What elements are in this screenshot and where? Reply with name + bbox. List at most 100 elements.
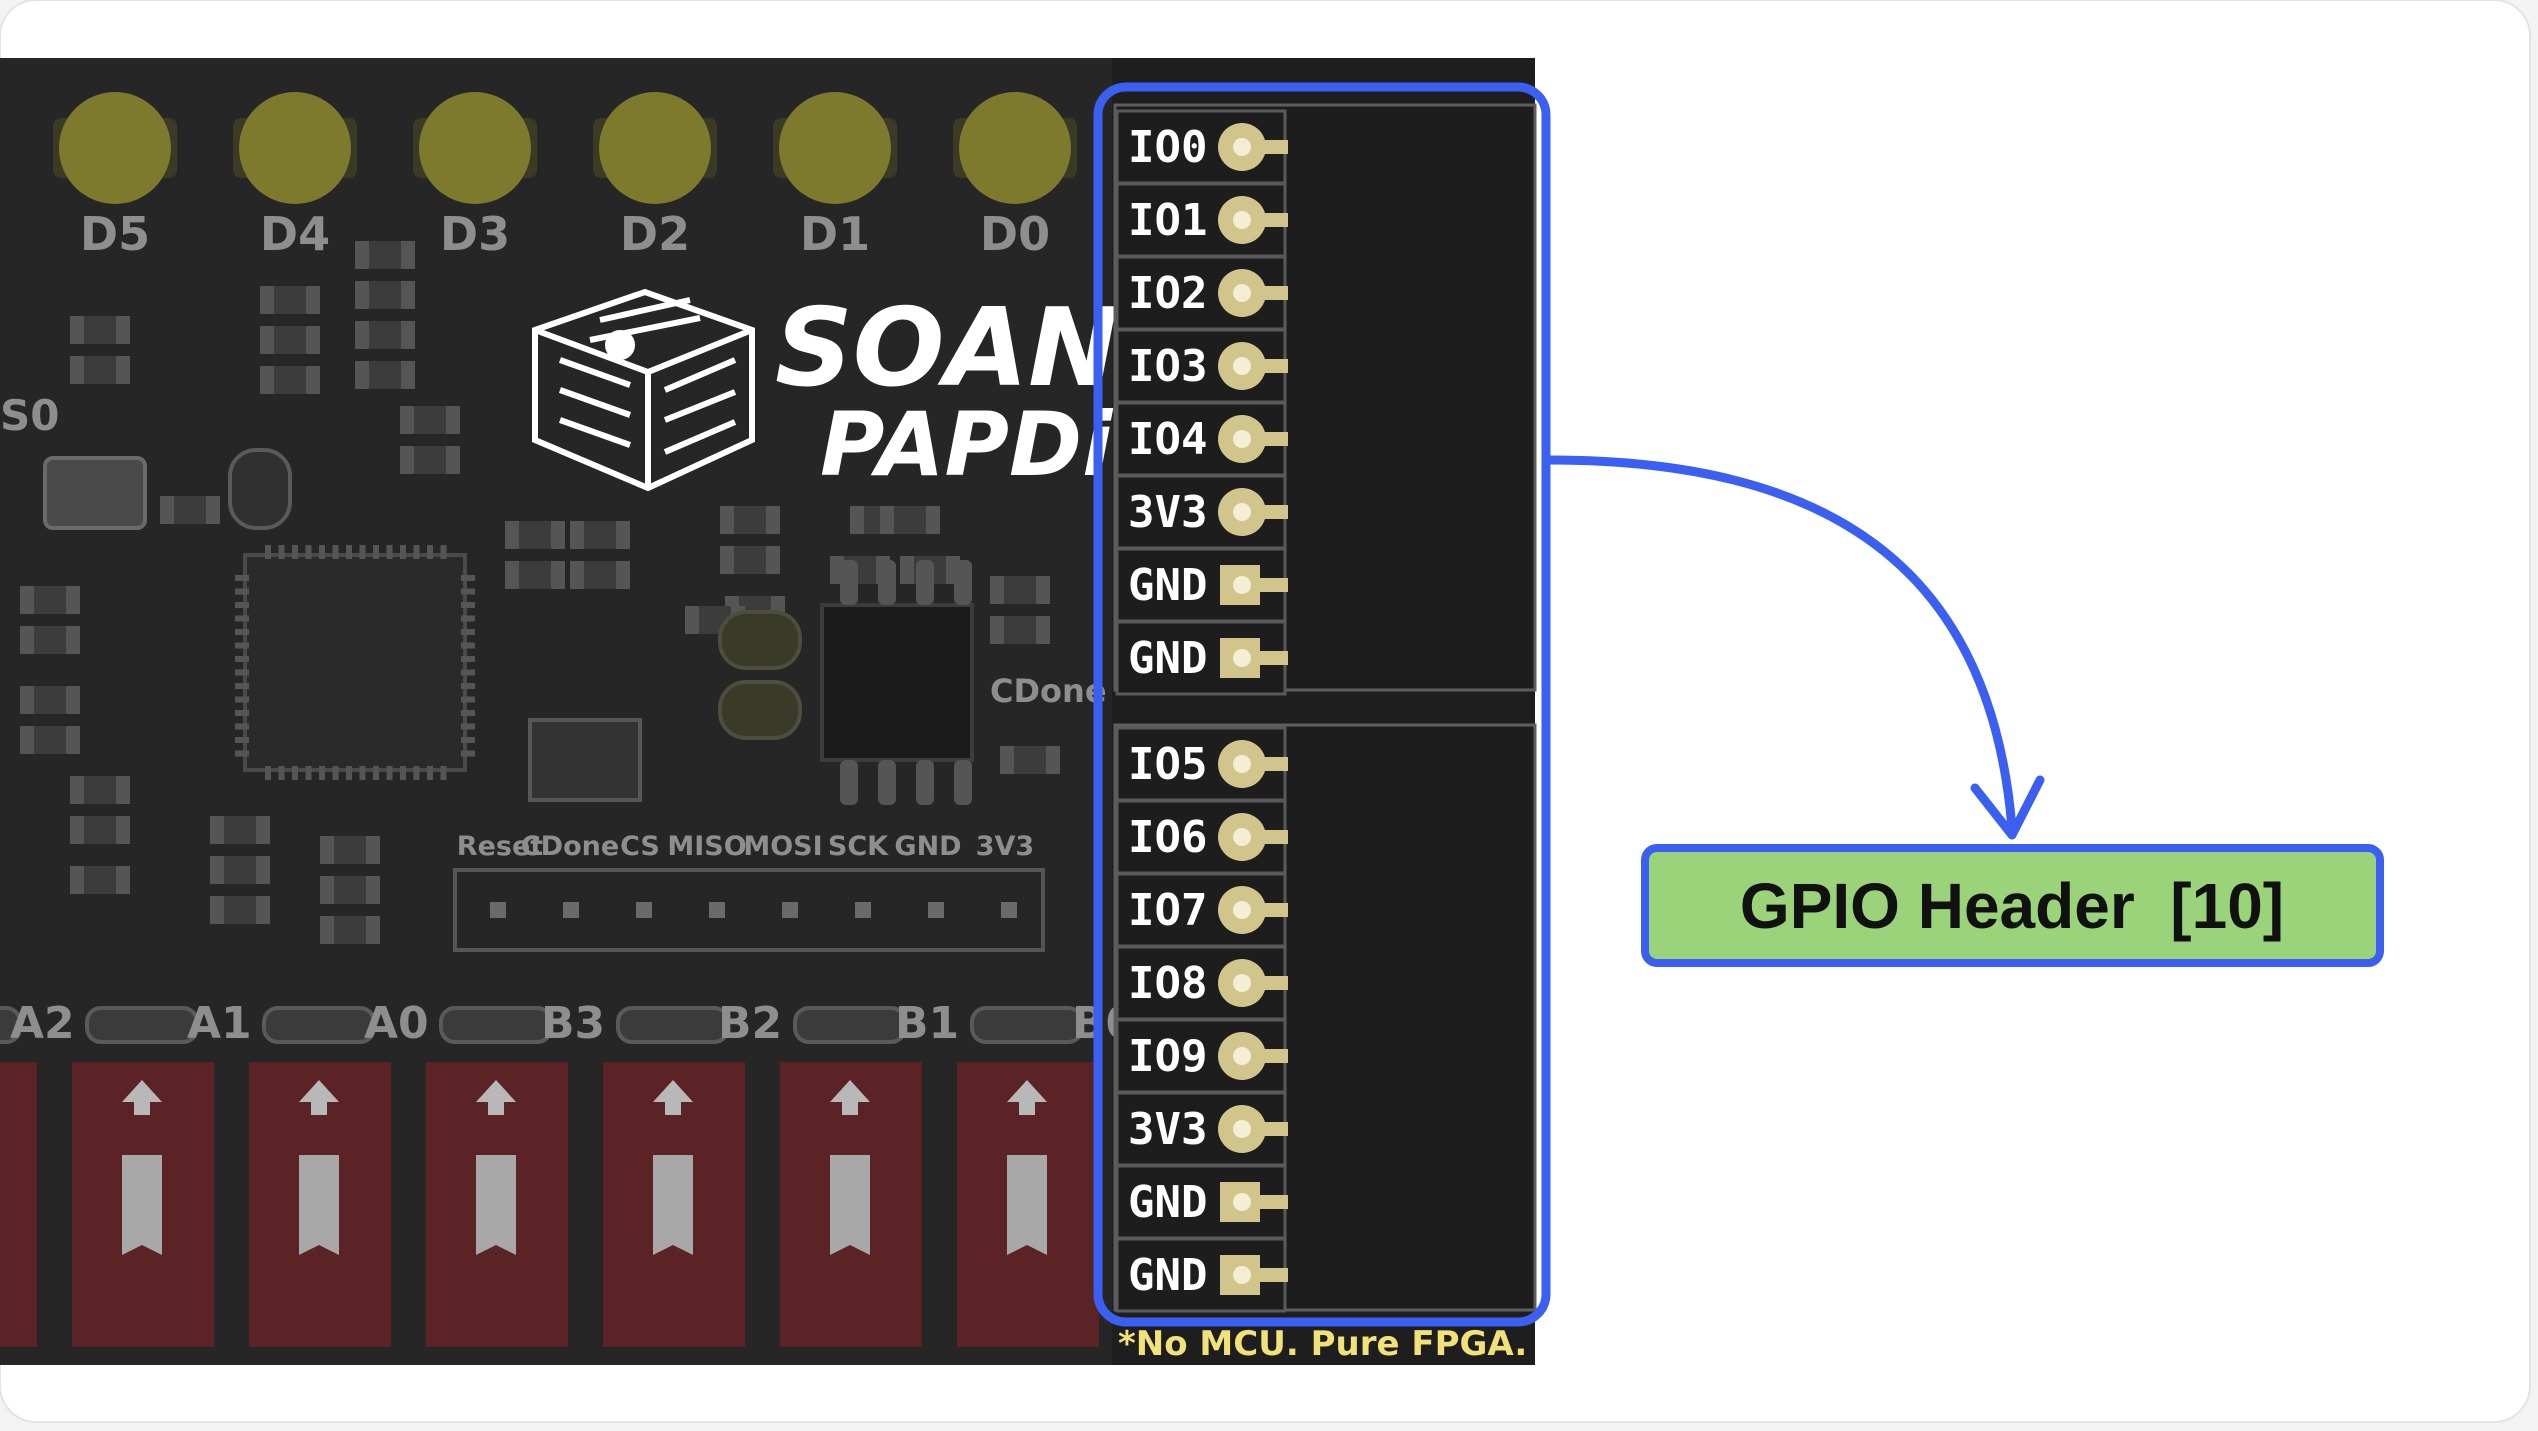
- switch-a1: A1: [72, 998, 252, 1347]
- gpio-drill-hole: [1233, 1120, 1251, 1138]
- smd-part: [70, 356, 130, 384]
- switch-a2: A2: [0, 998, 75, 1347]
- gpio-drill-hole: [1233, 1047, 1251, 1065]
- smd-pad: [720, 506, 734, 534]
- led-label: D5: [80, 207, 150, 261]
- gpio-pin-label: IO6: [1128, 812, 1207, 863]
- smd-pad: [116, 776, 130, 804]
- smd-pad: [766, 546, 780, 574]
- chip-pin: [461, 575, 475, 581]
- switch-label-pad: [0, 1006, 22, 1044]
- callout-arrow: [1545, 455, 2017, 833]
- gpio-highlight-outline: [1093, 82, 1551, 1327]
- chip-pin: [373, 766, 379, 780]
- chip-pin: [346, 545, 352, 559]
- smd-pad: [880, 506, 894, 534]
- chip-pin: [346, 766, 352, 780]
- smd-pad: [20, 726, 34, 754]
- cdone-label: CDone: [990, 672, 1107, 710]
- chip-pin: [235, 602, 249, 608]
- smd-pad: [401, 281, 415, 309]
- smd-pad: [206, 496, 220, 524]
- smd-pad: [570, 561, 584, 589]
- spi-pad: [563, 902, 579, 918]
- solder-jumper: [718, 680, 802, 740]
- chip-pin: [235, 696, 249, 703]
- smd-pad: [20, 586, 34, 614]
- spi-label: GND: [894, 831, 961, 862]
- led-d0: D0: [953, 92, 1077, 261]
- smd-pad: [70, 316, 84, 344]
- smd-pad: [355, 361, 369, 389]
- chip-pin: [461, 669, 475, 676]
- smd-part: [990, 576, 1050, 604]
- smd-part: [720, 506, 780, 534]
- chip-pin: [386, 766, 393, 780]
- gpio-pin-io3: IO3: [1115, 328, 1288, 404]
- smd-pad: [926, 506, 940, 534]
- gpio-pin-3v3: 3V3: [1115, 1091, 1288, 1167]
- chip-pin: [461, 710, 475, 716]
- chip-pin: [440, 545, 447, 559]
- switch-b2: B2: [603, 998, 782, 1347]
- gpio-pin-label: 3V3: [1128, 487, 1207, 538]
- smd-pad: [70, 816, 84, 844]
- smd-part: [400, 406, 460, 434]
- led-d2: D2: [593, 92, 717, 261]
- smd-part: [260, 326, 320, 354]
- spi-pad: [928, 902, 944, 918]
- smd-pad: [400, 446, 414, 474]
- smd-part: [880, 506, 940, 534]
- smd-part: [70, 816, 130, 844]
- led-dome: [959, 92, 1071, 204]
- logo-line2: PAPDi: [820, 393, 1114, 496]
- gpio-trace: [1250, 432, 1288, 446]
- switch-lever: [122, 1155, 162, 1255]
- chip-pin: [235, 642, 249, 649]
- flash-chip: [820, 560, 974, 805]
- spi-label: CDone: [521, 831, 619, 862]
- gpio-drill-hole: [1233, 503, 1251, 521]
- smd-pad: [685, 606, 699, 634]
- smd-pad: [70, 866, 84, 894]
- led-dome: [779, 92, 891, 204]
- gpio-pin-3v3: 3V3: [1115, 474, 1288, 550]
- smd-pad: [401, 321, 415, 349]
- gpio-drill-hole: [1233, 430, 1251, 448]
- smd-pad: [256, 856, 270, 884]
- smd-part: [20, 626, 80, 654]
- smd-part: [570, 561, 630, 589]
- chip-pin: [265, 545, 271, 559]
- switch-label-pad: [970, 1006, 1084, 1044]
- gpio-trace: [1250, 1268, 1288, 1282]
- chip-pin: [319, 545, 325, 559]
- smd-pad: [306, 326, 320, 354]
- chip-pin: [319, 766, 325, 780]
- smd-pad: [116, 356, 130, 384]
- gpio-callout: GPIO Header [10]: [1641, 844, 2384, 967]
- chip-pin: [359, 766, 366, 780]
- crystal: [43, 456, 147, 530]
- chip-pin: [386, 545, 393, 559]
- smd-pad: [355, 241, 369, 269]
- smd-part: [210, 896, 270, 924]
- chip-pin: [461, 629, 475, 635]
- chip-pin: [235, 656, 249, 662]
- chip-pin: [427, 545, 433, 559]
- gpio-pin-io0: IO0: [1115, 109, 1288, 185]
- smd-part: [990, 616, 1050, 644]
- smd-part: [320, 916, 380, 944]
- chip-pin: [278, 545, 285, 559]
- chip-pin: [235, 737, 249, 743]
- gpio-pin-io5: IO5: [1115, 726, 1288, 802]
- smd-pad: [850, 506, 864, 534]
- flash-pin: [916, 760, 934, 805]
- gpio-trace: [1250, 140, 1288, 154]
- smd-pad: [1036, 576, 1050, 604]
- flash-pin: [954, 560, 972, 605]
- smd-pad: [505, 521, 519, 549]
- chip-pin: [235, 723, 249, 730]
- gpio-trace: [1250, 286, 1288, 300]
- smd-pad: [990, 576, 1004, 604]
